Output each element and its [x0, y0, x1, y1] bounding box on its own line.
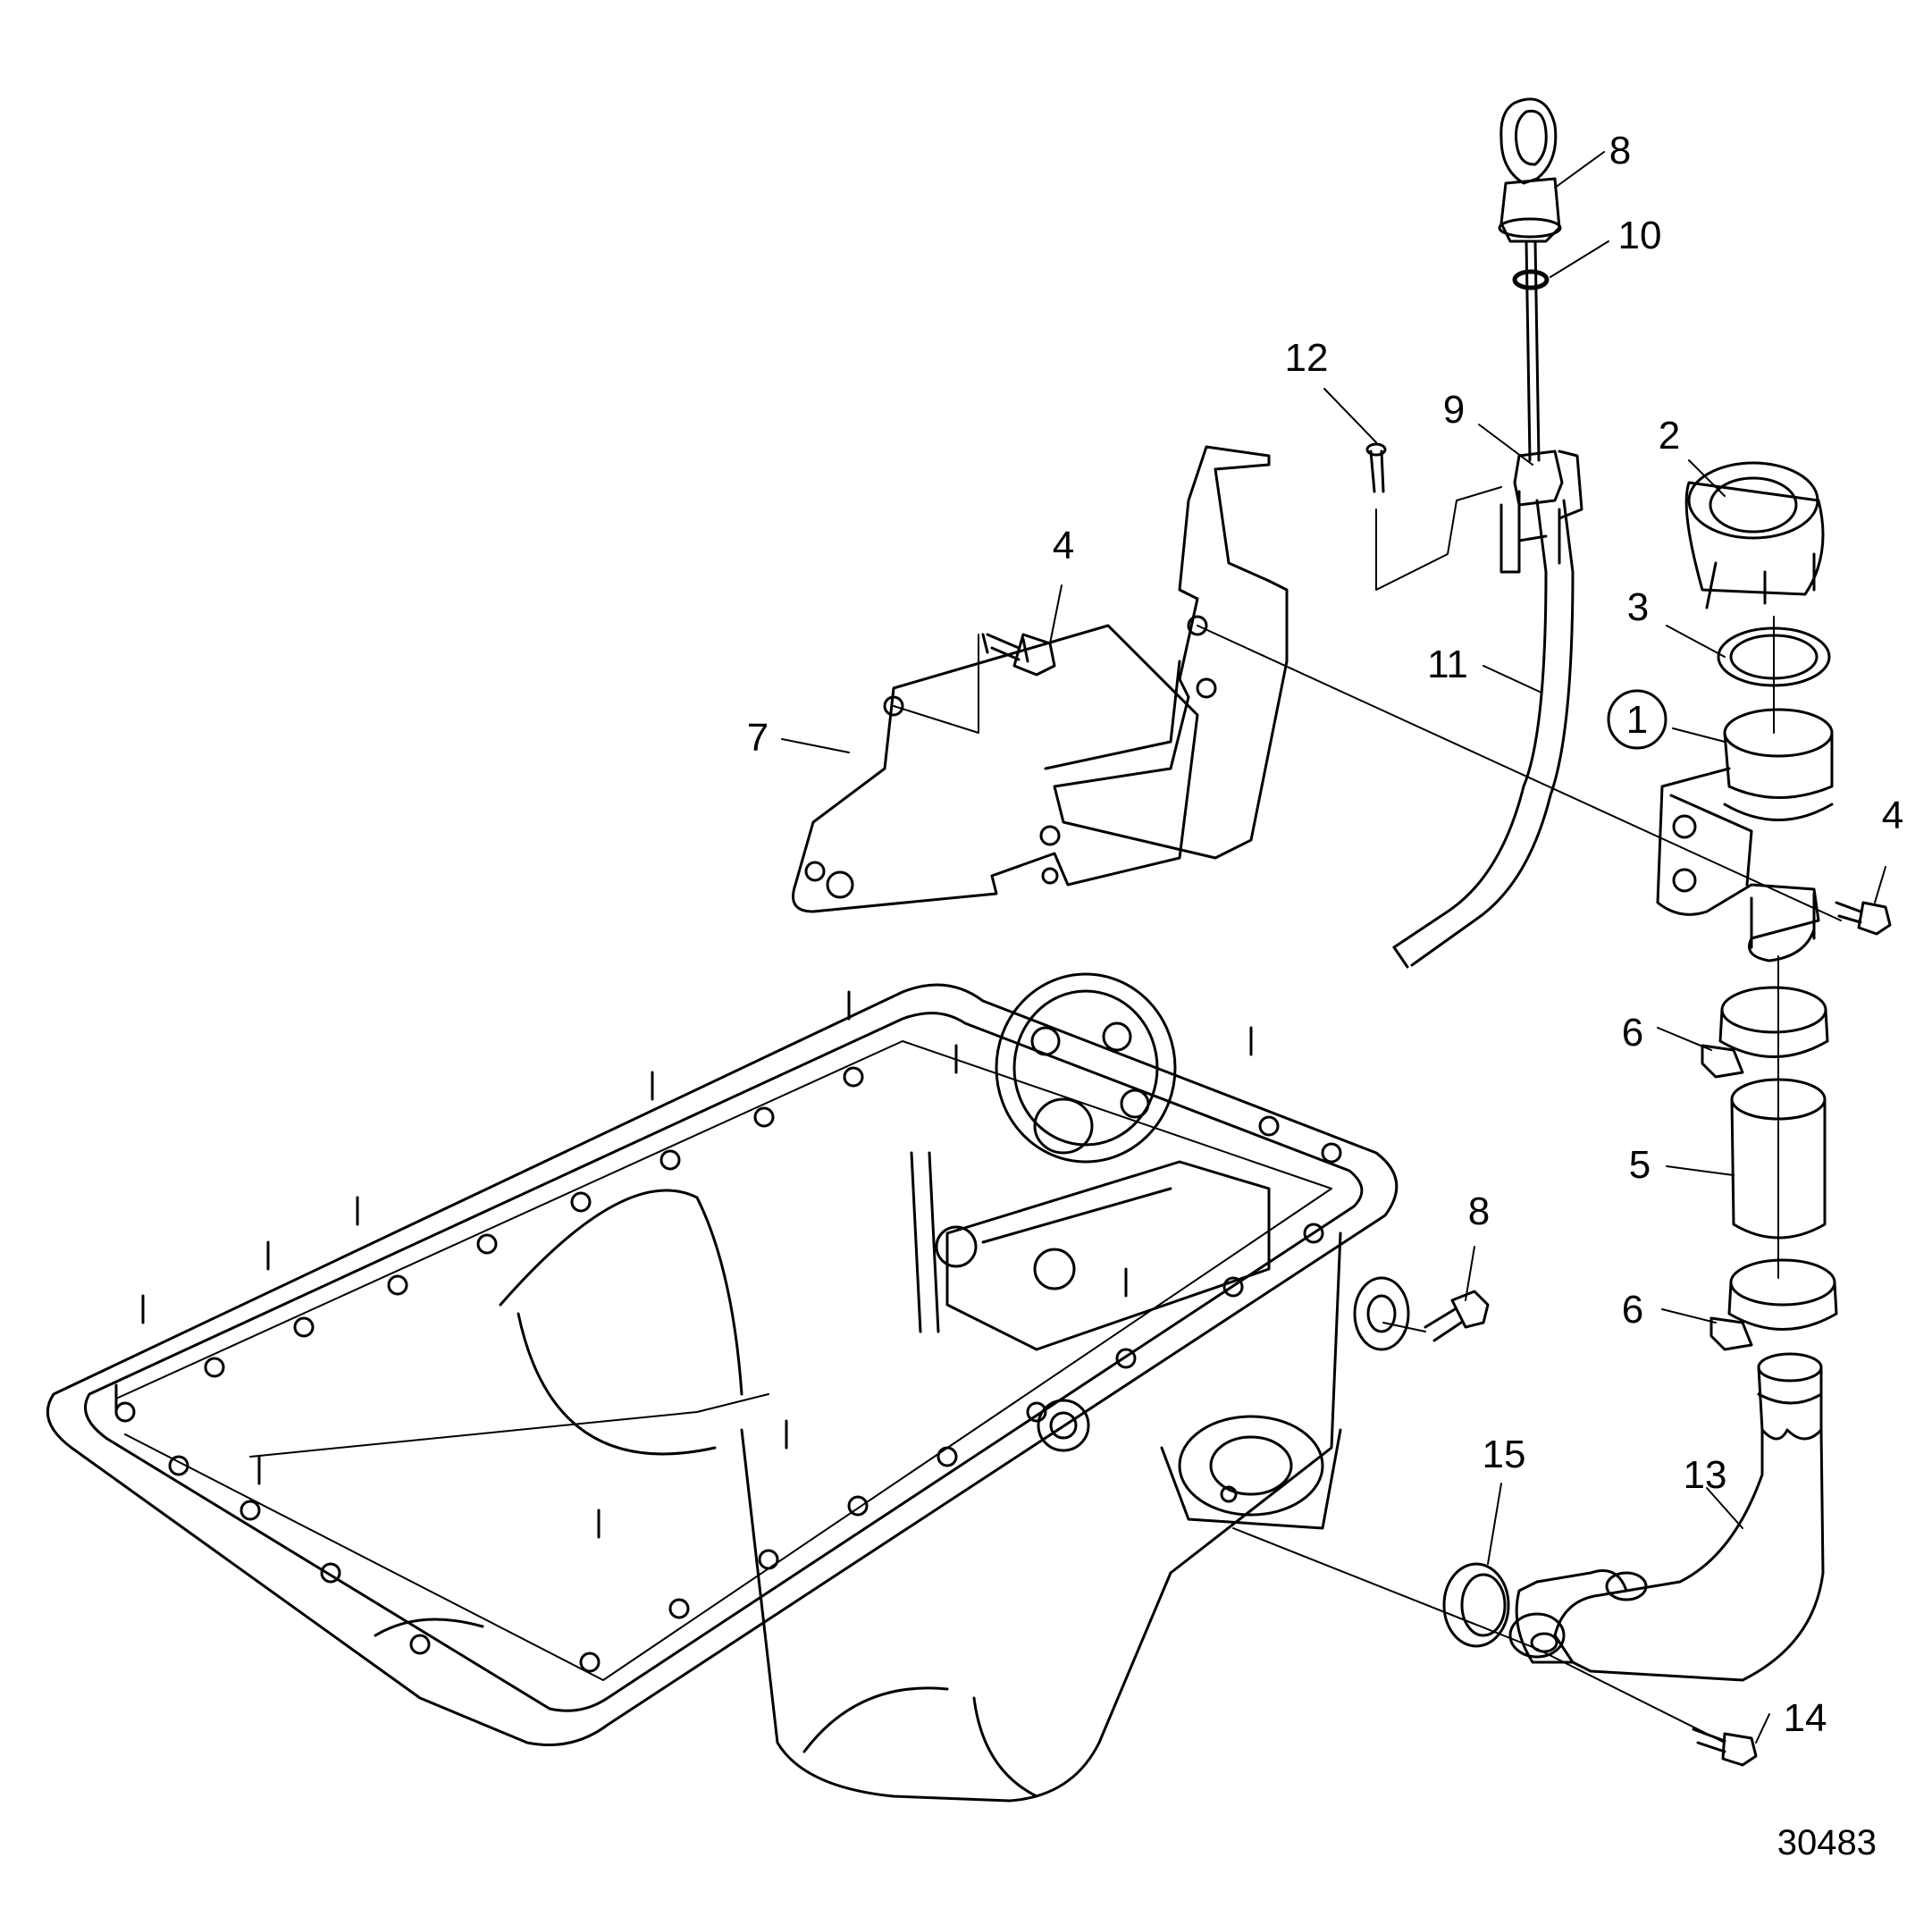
callout-5: 5: [1629, 1143, 1651, 1187]
callout-4-left: 4: [1053, 524, 1074, 567]
hose-clamp-6-lower: [1709, 1258, 1838, 1351]
filler-cap-2: [1684, 461, 1825, 609]
callout-labels: 1 2 3 4 4 5 6 6 7 8 8 9 10 11 12 13 14 1…: [747, 129, 1903, 1740]
callout-2: 2: [1659, 414, 1680, 458]
callout-6-upper: 6: [1622, 1011, 1643, 1055]
dipstick: [1392, 97, 1583, 969]
oil-pan: [46, 972, 1410, 1803]
callout-3: 3: [1627, 585, 1649, 629]
callout-1: 1: [1626, 698, 1648, 742]
bolt-8-drain: [1424, 1290, 1490, 1342]
figure-reference-number: 30483: [1777, 1823, 1877, 1862]
hose-clamp-6-upper: [1701, 986, 1829, 1079]
rim-bolts: [114, 990, 1342, 1673]
callout-1-circle: [1607, 689, 1667, 750]
callout-8-dipstick: 8: [1609, 129, 1631, 172]
callout-8-drain: 8: [1468, 1189, 1490, 1233]
seal-ring-15: [1442, 1562, 1510, 1648]
mounting-bracket: [792, 445, 1289, 913]
callout-15: 15: [1483, 1433, 1526, 1476]
callout-12: 12: [1285, 336, 1329, 380]
callout-13: 13: [1684, 1453, 1727, 1497]
callout-10: 10: [1618, 214, 1662, 257]
callout-11: 11: [1427, 643, 1468, 686]
assembly-lines: [893, 616, 1842, 1744]
bolt-4-left: [981, 633, 1056, 677]
callout-14: 14: [1784, 1696, 1827, 1740]
callout-4-right: 4: [1882, 794, 1903, 837]
bolt-14: [1692, 1727, 1758, 1767]
pin-12: [1365, 442, 1387, 493]
filler-pipe-13: [1508, 1352, 1825, 1682]
callout-9: 9: [1443, 388, 1465, 432]
bolt-4-right: [1835, 901, 1892, 936]
filler-neck-1: [1656, 708, 1834, 962]
callout-6-lower: 6: [1622, 1288, 1643, 1332]
leader-lines: [781, 151, 1886, 1744]
callout-7: 7: [747, 716, 769, 760]
